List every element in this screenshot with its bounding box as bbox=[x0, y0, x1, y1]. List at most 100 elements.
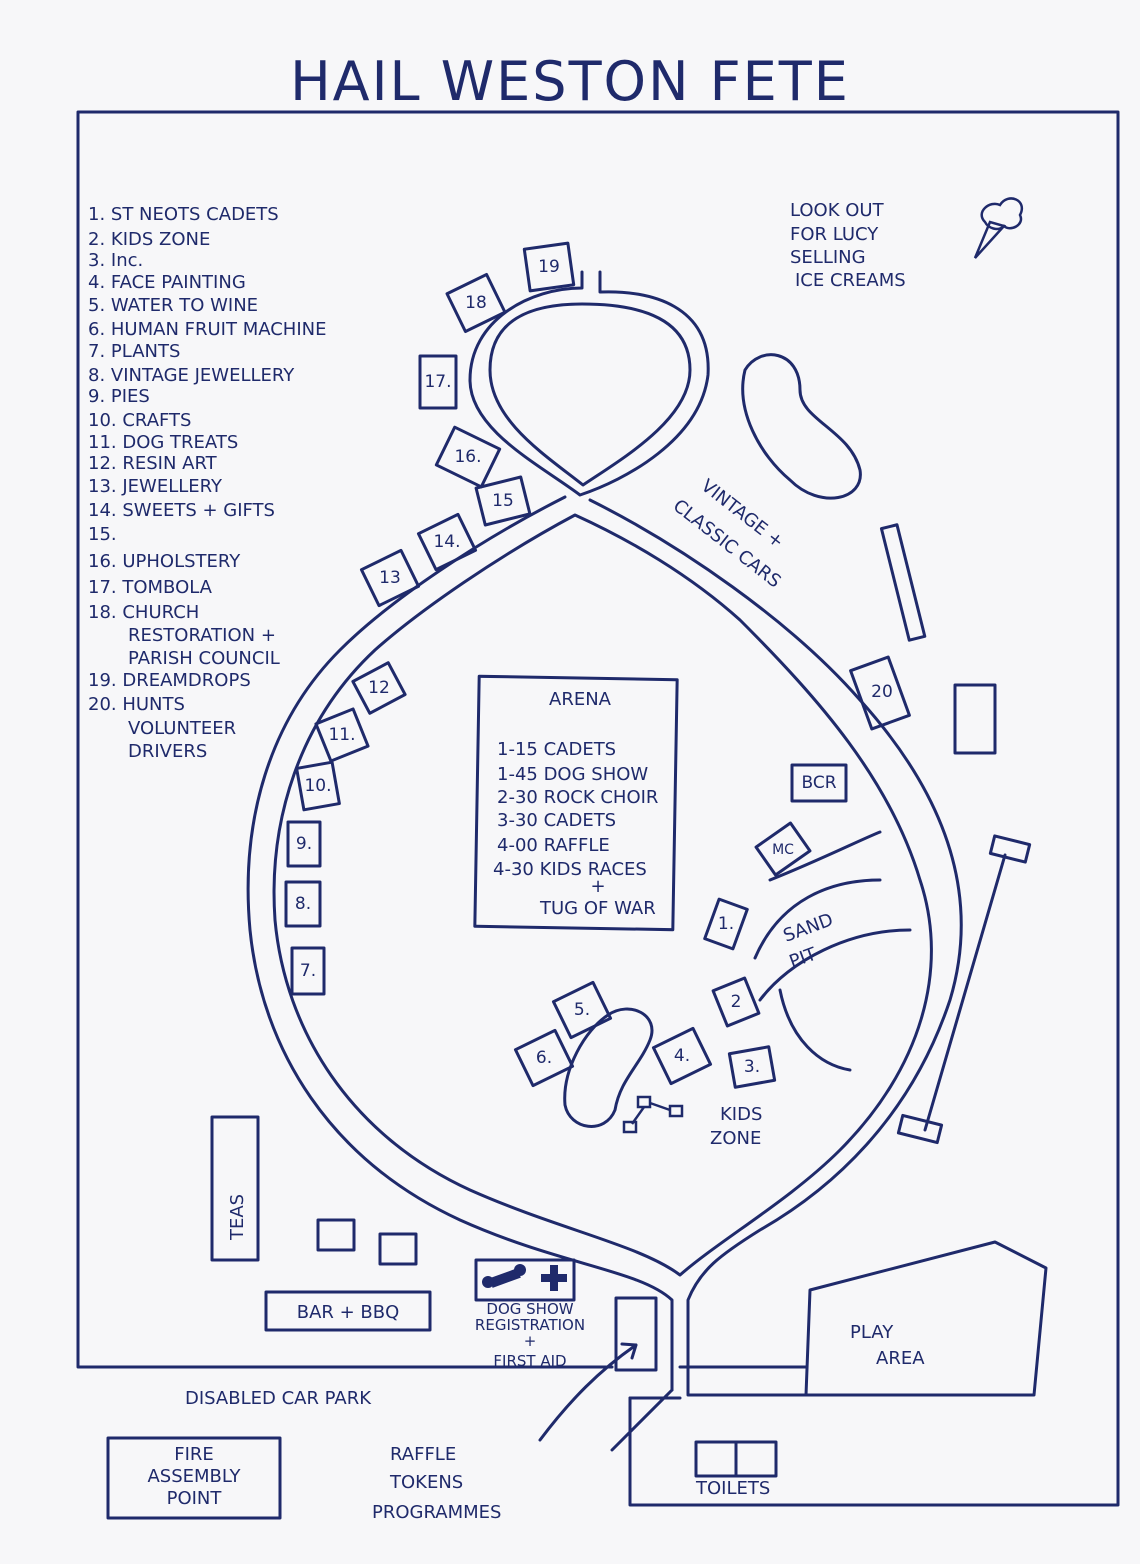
svg-text:12: 12 bbox=[368, 678, 390, 698]
right-barrier bbox=[896, 834, 1032, 1145]
toilets-enclosure bbox=[628, 1368, 1120, 1507]
stall-14: 14. bbox=[416, 512, 478, 572]
svg-text:FIRST AID: FIRST AID bbox=[493, 1352, 566, 1370]
legend-item: 20. HUNTS bbox=[88, 694, 185, 715]
svg-text:TOILETS: TOILETS bbox=[695, 1478, 770, 1499]
svg-text:18: 18 bbox=[465, 293, 487, 313]
top-loop-inner bbox=[488, 302, 692, 487]
main-loop-inner bbox=[272, 513, 933, 1277]
field-boundary bbox=[76, 110, 1120, 1372]
pond bbox=[741, 353, 862, 500]
svg-text:10.: 10. bbox=[304, 776, 331, 796]
svg-text:11.: 11. bbox=[328, 725, 355, 745]
disabled-car-park-label: DISABLED CAR PARK bbox=[185, 1388, 372, 1409]
legend-item: 19. DREAMDROPS bbox=[88, 670, 251, 691]
small-tent bbox=[378, 1232, 418, 1266]
legend-item: 16. UPHOLSTERY bbox=[88, 551, 241, 572]
schedule-item: 2-30 ROCK CHOIR bbox=[497, 787, 658, 808]
main-loop-outer bbox=[246, 495, 674, 1392]
stall-5: 5. bbox=[551, 980, 613, 1040]
schedule-item: TUG OF WAR bbox=[539, 898, 656, 919]
arrow-icon bbox=[538, 1342, 638, 1442]
kids-zone-label: KIDS ZONE bbox=[710, 1104, 762, 1149]
svg-text:8.: 8. bbox=[295, 894, 311, 914]
stall-12: 12 bbox=[351, 661, 407, 715]
mc-stand: MC bbox=[754, 821, 812, 877]
legend-item: 1. ST NEOTS CADETS bbox=[88, 204, 279, 225]
stall-17: 17. bbox=[418, 354, 458, 410]
svg-text:SAND: SAND bbox=[781, 909, 836, 946]
legend: 1. ST NEOTS CADETS 2. KIDS ZONE 3. Inc. … bbox=[88, 204, 326, 762]
arena: ARENA 1-15 CADETS 1-45 DOG SHOW 2-30 ROC… bbox=[473, 674, 679, 932]
stall-19: 19 bbox=[522, 241, 576, 293]
map-title: HAIL WESTON FETE bbox=[290, 50, 850, 113]
svg-text:BAR + BBQ: BAR + BBQ bbox=[297, 1302, 400, 1323]
legend-item: 2. KIDS ZONE bbox=[88, 229, 210, 250]
legend-item: 14. SWEETS + GIFTS bbox=[88, 500, 275, 521]
vintage-cars-label: VINTAGE + CLASSIC CARS bbox=[669, 475, 788, 592]
legend-item: DRIVERS bbox=[128, 741, 207, 762]
schedule-item: 1-15 CADETS bbox=[497, 739, 616, 760]
svg-text:FIRE: FIRE bbox=[174, 1444, 214, 1465]
svg-text:POINT: POINT bbox=[167, 1488, 223, 1509]
svg-text:19: 19 bbox=[538, 257, 560, 277]
schedule-item: + bbox=[590, 876, 605, 897]
schedule-item: 4-30 KIDS RACES bbox=[493, 859, 647, 880]
svg-text:20: 20 bbox=[871, 682, 893, 702]
toilets: TOILETS bbox=[694, 1440, 778, 1499]
svg-text:LOOK OUT: LOOK OUT bbox=[790, 200, 885, 221]
svg-text:+: + bbox=[524, 1332, 537, 1350]
svg-text:MC: MC bbox=[772, 842, 794, 858]
svg-text:5.: 5. bbox=[574, 1000, 590, 1020]
bar-bbq-tent: BAR + BBQ bbox=[264, 1290, 432, 1332]
svg-text:DOG SHOW: DOG SHOW bbox=[486, 1300, 573, 1318]
schedule-item: 1-45 DOG SHOW bbox=[497, 764, 648, 785]
svg-text:16.: 16. bbox=[454, 447, 481, 467]
teas-tent: TEAS bbox=[210, 1115, 260, 1262]
stall-11: 11. bbox=[314, 707, 370, 763]
svg-text:17.: 17. bbox=[424, 372, 451, 392]
legend-item: 12. RESIN ART bbox=[88, 453, 218, 474]
barrier-bar bbox=[879, 523, 927, 642]
main-loop-outer-right bbox=[588, 498, 963, 1382]
play-area: PLAY AREA bbox=[804, 1240, 1048, 1397]
stall-1: 1. bbox=[703, 897, 749, 951]
legend-item: 17. TOMBOLA bbox=[88, 577, 213, 598]
svg-text:7.: 7. bbox=[300, 961, 316, 981]
legend-item: 7. PLANTS bbox=[88, 341, 180, 362]
legend-item: 8. VINTAGE JEWELLERY bbox=[88, 365, 295, 386]
schedule-item: 3-30 CADETS bbox=[497, 810, 616, 831]
stall-2: 2 bbox=[711, 976, 761, 1028]
raffle-note: RAFFLE TOKENS PROGRAMMES bbox=[372, 1444, 501, 1523]
svg-text:ICE CREAMS: ICE CREAMS bbox=[795, 270, 906, 291]
svg-text:TEAS: TEAS bbox=[227, 1194, 248, 1241]
legend-item: 6. HUMAN FRUIT MACHINE bbox=[88, 319, 326, 340]
svg-text:6.: 6. bbox=[536, 1048, 552, 1068]
legend-item: 10. CRAFTS bbox=[88, 410, 191, 431]
stall-16: 16. bbox=[434, 425, 502, 489]
legend-item: 18. CHURCH bbox=[88, 602, 199, 623]
ice-cream-note: LOOK OUT FOR LUCY SELLING ICE CREAMS bbox=[790, 200, 906, 291]
svg-text:PROGRAMMES: PROGRAMMES bbox=[372, 1502, 501, 1523]
svg-text:RAFFLE: RAFFLE bbox=[390, 1444, 456, 1465]
stall-7: 7. bbox=[290, 946, 326, 996]
svg-text:REGISTRATION: REGISTRATION bbox=[475, 1316, 585, 1334]
bone-icon bbox=[482, 1264, 526, 1288]
top-loop-outer bbox=[468, 270, 710, 497]
legend-item: 3. Inc. bbox=[88, 250, 143, 271]
stall-15: 15 bbox=[474, 475, 532, 527]
svg-text:15: 15 bbox=[492, 491, 514, 511]
vehicle-block bbox=[953, 683, 997, 755]
svg-text:BCR: BCR bbox=[801, 773, 836, 793]
schedule-item: 4-00 RAFFLE bbox=[497, 835, 610, 856]
stall-9: 9. bbox=[286, 820, 322, 868]
stall-18: 18 bbox=[445, 272, 507, 334]
svg-text:KIDS: KIDS bbox=[720, 1104, 762, 1125]
raffle-booth bbox=[614, 1296, 658, 1372]
svg-text:3.: 3. bbox=[744, 1057, 760, 1077]
ice-cream-icon bbox=[973, 197, 1024, 259]
svg-text:2: 2 bbox=[731, 992, 742, 1012]
svg-text:SELLING: SELLING bbox=[790, 247, 866, 268]
